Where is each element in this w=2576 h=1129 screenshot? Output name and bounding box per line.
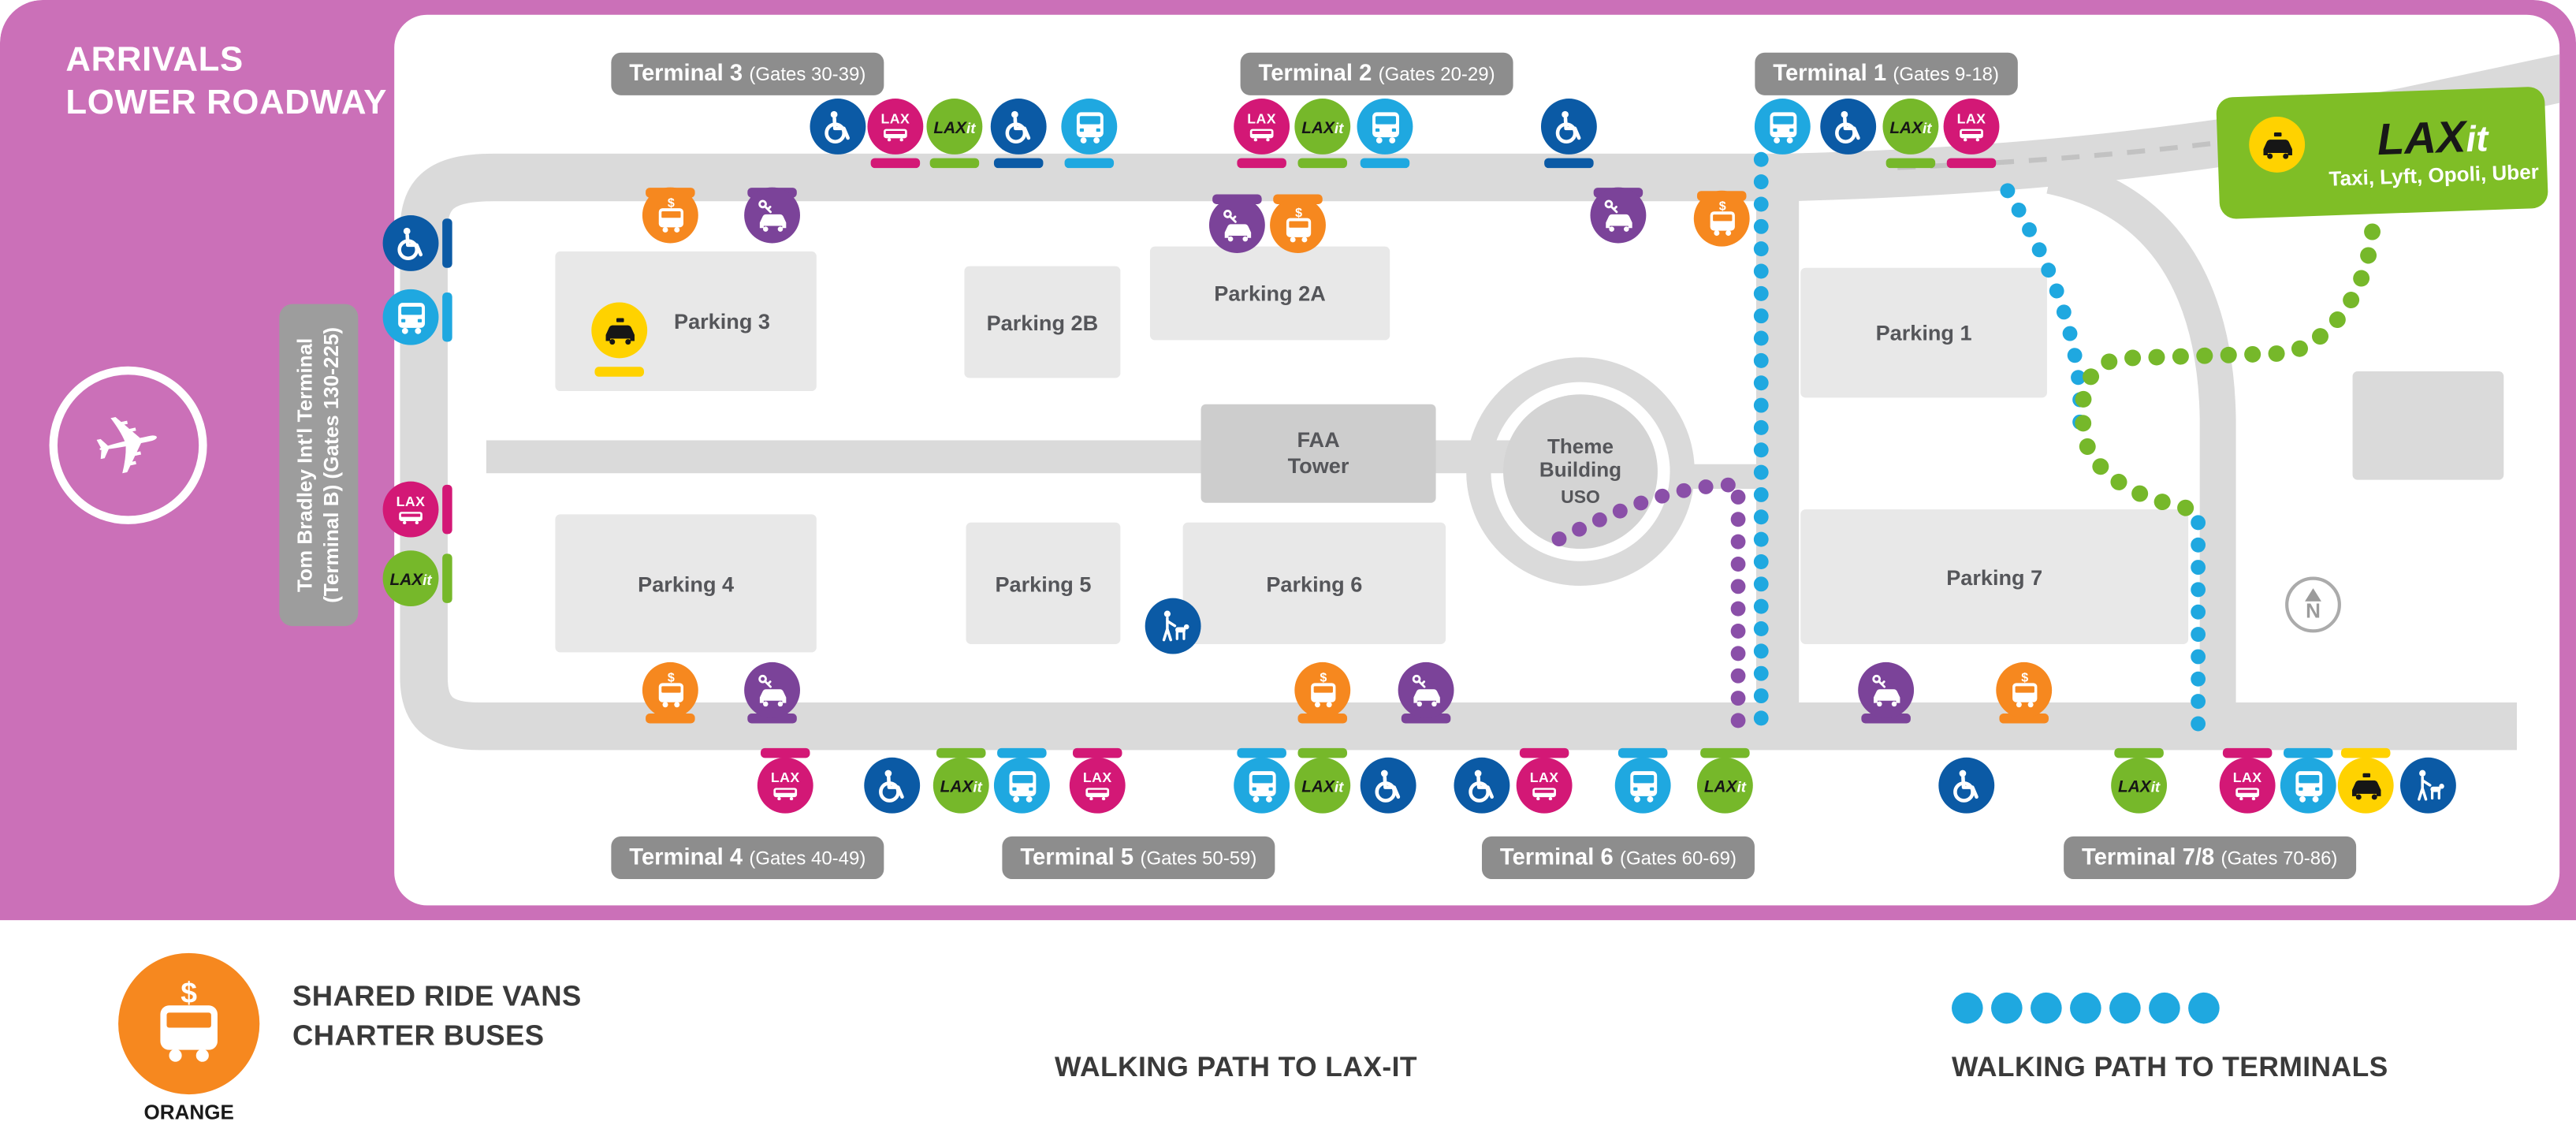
- theme-building: Theme Building USO: [1503, 394, 1658, 550]
- legend-laxit-path-label: WALKING PATH TO LAX-IT: [1055, 1051, 1417, 1083]
- legend-shared-line-2: CHARTER BUSES: [292, 1019, 545, 1052]
- road-ring-west: [1431, 444, 1488, 475]
- theme-label-2: Building: [1539, 458, 1622, 483]
- legend-orange-label: ORANGE: [143, 1101, 234, 1124]
- right-building: [2352, 371, 2504, 480]
- parking-2b: Parking 2B: [964, 266, 1121, 378]
- terminal-5-label: Terminal 5(Gates 50-59): [1002, 836, 1275, 879]
- legend-terminals-path-label: WALKING PATH TO TERMINALS: [1952, 1051, 2388, 1083]
- north-arrow-icon: [2305, 587, 2321, 602]
- parking-3-label: Parking 3: [674, 308, 770, 334]
- parking-4: Parking 4: [555, 514, 817, 653]
- svg-text:$: $: [181, 976, 197, 1008]
- uso-label: USO: [1561, 487, 1600, 508]
- legend-dot: [2149, 992, 2180, 1024]
- faa-label-1: FAA: [1297, 427, 1340, 452]
- legend-dot: [2109, 992, 2141, 1024]
- terminal-4-label: Terminal 4(Gates 40-49): [611, 836, 884, 879]
- parking-2b-label: Parking 2B: [986, 309, 1099, 335]
- parking-7: Parking 7: [1800, 509, 2189, 644]
- title-line-2: LOWER ROADWAY: [65, 84, 388, 122]
- legend-dot: [1952, 992, 1983, 1024]
- terminal-1-label: Terminal 1(Gates 9-18): [1755, 52, 2017, 95]
- north-compass: N: [2285, 576, 2341, 633]
- terminal-6-label: Terminal 6(Gates 60-69): [1481, 836, 1755, 879]
- parking-6: Parking 6: [1182, 522, 1446, 644]
- legend-shared-line-1: SHARED RIDE VANS: [292, 979, 582, 1012]
- title-line-1: ARRIVALS: [65, 41, 244, 80]
- parking-1-label: Parking 1: [1875, 320, 1972, 345]
- terminal-78-label: Terminal 7/8(Gates 70-86): [2064, 836, 2356, 879]
- terminal-2-label: Terminal 2(Gates 20-29): [1240, 52, 1513, 95]
- tom-bradley-terminal-label: Tom Bradley Int'l Terminal (Terminal B) …: [279, 304, 359, 627]
- legend-dot: [2188, 992, 2220, 1024]
- parking-7-label: Parking 7: [1946, 564, 2043, 590]
- terminal-3-label: Terminal 3(Gates 30-39): [611, 52, 884, 95]
- legend-dot: [1991, 992, 2023, 1024]
- faa-label-2: Tower: [1287, 453, 1349, 479]
- arrivals-plane-badge: ✈: [49, 366, 207, 524]
- parking-6-label: Parking 6: [1266, 571, 1363, 596]
- parking-1: Parking 1: [1800, 267, 2047, 398]
- theme-label-1: Theme: [1547, 434, 1614, 459]
- shared-ride-legend-icon: $: [118, 952, 260, 1095]
- terminals-path-upper-curve-dots: [2000, 183, 2087, 432]
- parking-2a-label: Parking 2A: [1214, 281, 1326, 306]
- parking-2a: Parking 2A: [1149, 246, 1390, 341]
- legend-dot: [2031, 992, 2062, 1024]
- theme-building-path-dots: [1551, 477, 1746, 740]
- road-right-curve: [2046, 158, 2236, 727]
- legend-dot: [2070, 992, 2101, 1024]
- map-panel: [394, 14, 2560, 906]
- parking-4-label: Parking 4: [638, 571, 735, 596]
- road-outer-loop: [400, 153, 2517, 751]
- terminals-path-dots: [1952, 992, 2220, 1024]
- page-title: ARRIVALS LOWER ROADWAY: [65, 39, 387, 125]
- parking-5-label: Parking 5: [995, 571, 1092, 596]
- compass-letter: N: [2306, 599, 2321, 623]
- laxit-path-dots: [2075, 223, 2381, 520]
- parking-5: Parking 5: [966, 522, 1121, 644]
- faa-tower: FAA Tower: [1201, 404, 1436, 503]
